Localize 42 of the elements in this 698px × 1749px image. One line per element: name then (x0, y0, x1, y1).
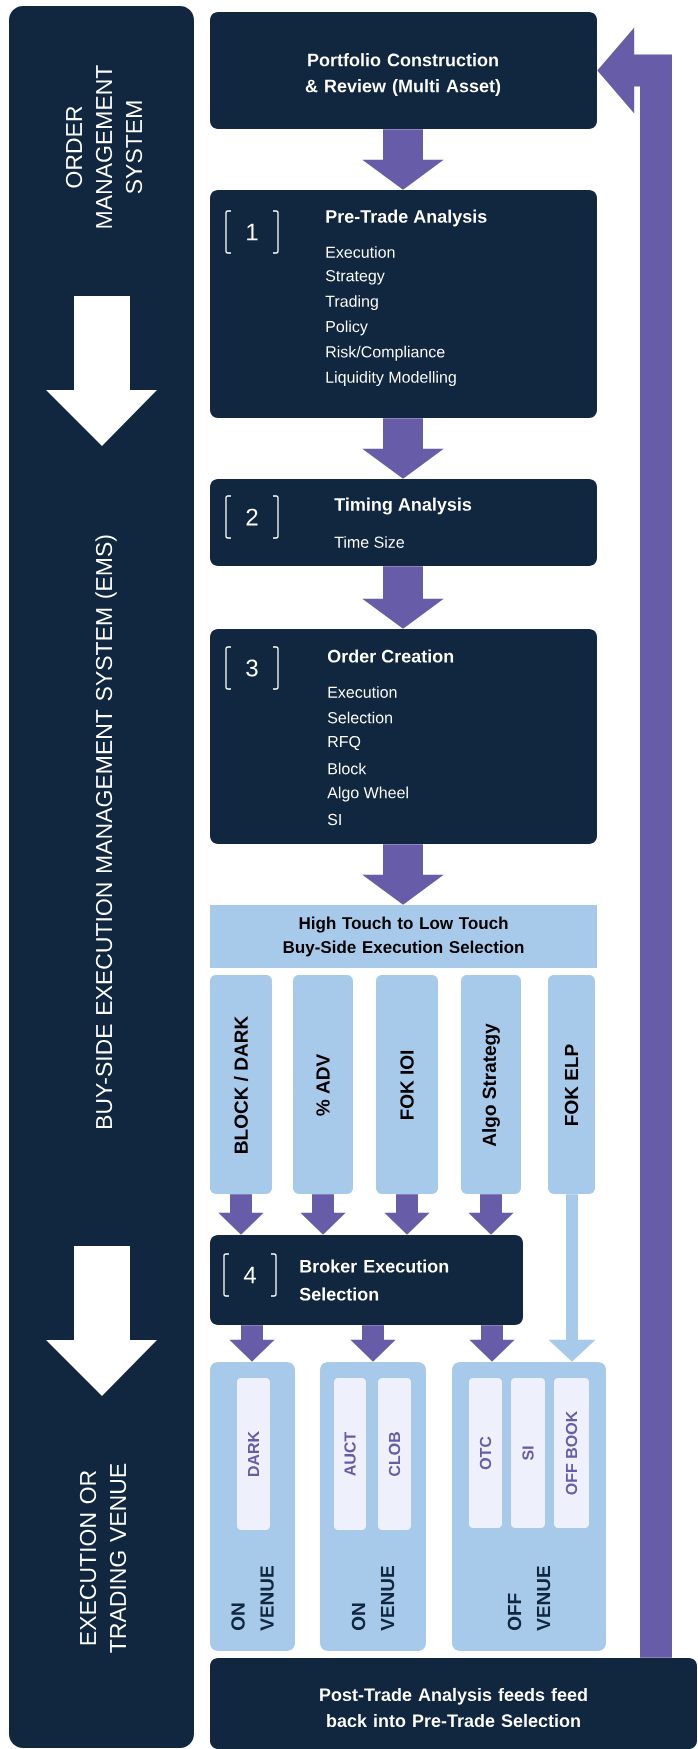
side-label: EXECUTION OR TRADING VENUE (79, 1463, 127, 1653)
option-column: FOK IOI (376, 975, 438, 1194)
process-box: Post-Trade Analysis feeds feed back into Pre-Trade Selection (210, 1658, 697, 1749)
option-column: % ADV (293, 975, 353, 1194)
side-label: ORDER MANAGEMENT SYSTEM (65, 65, 143, 228)
list-item: Algo Wheel (327, 786, 408, 802)
venue-chip: SI (511, 1378, 545, 1528)
list-item: Block (328, 762, 367, 775)
list-item: Strategy (325, 270, 385, 285)
venue-chip: OFF BOOK (554, 1378, 589, 1528)
list-item: SI (327, 813, 341, 826)
heading: Pre-Trade Analysis (326, 209, 487, 227)
heading: Timing Analysis (334, 497, 472, 515)
header-band: High Touch to Low Touch Buy-Side Execution Selection (210, 905, 597, 968)
venue-chip: OTC (469, 1378, 502, 1528)
list-item: Trading (325, 295, 378, 311)
list-item: Execution (328, 686, 397, 698)
list-item: RFQ (328, 735, 361, 751)
heading: Broker Execution Selection (299, 1259, 449, 1301)
list-item: Time Size (334, 536, 404, 548)
step-number: 1 (225, 210, 279, 254)
venue-chip: DARK (237, 1378, 270, 1530)
process-box (210, 1235, 523, 1325)
option-column: Algo Strategy (461, 975, 521, 1194)
process-box (210, 479, 597, 566)
list-item: Execution (326, 246, 395, 258)
process-box: Portfolio Construction & Review (Multi Asset) (210, 12, 597, 129)
list-item: Selection (327, 711, 392, 724)
heading: Order Creation (327, 649, 454, 663)
venue-chip: CLOB (378, 1378, 411, 1530)
side-label: BUY-SIDE EXECUTION MANAGEMENT SYSTEM (EMS) (95, 535, 117, 1129)
list-item: Liquidity Modelling (326, 371, 456, 386)
step-number: 2 (225, 495, 279, 539)
process-box (210, 629, 597, 844)
option-column: BLOCK / DARK (210, 975, 272, 1194)
option-column: FOK ELP (548, 975, 595, 1194)
venue-chip: AUCT (334, 1378, 366, 1530)
step-number: 4 (223, 1253, 277, 1297)
list-item: Risk/Compliance (326, 345, 445, 361)
list-item: Policy (326, 320, 368, 336)
process-box (210, 190, 597, 418)
step-number: 3 (225, 646, 279, 690)
